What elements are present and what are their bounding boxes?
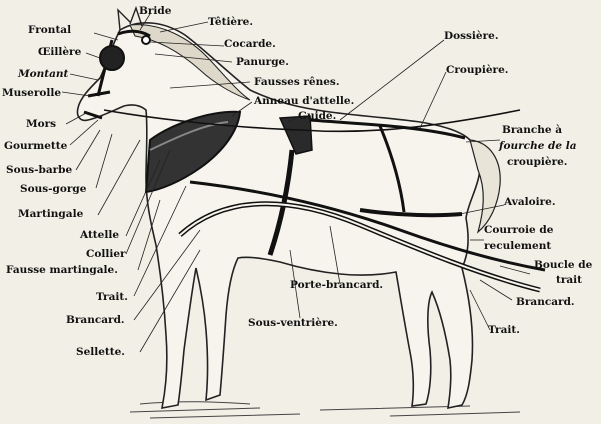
label-frontal: Frontal [28,24,71,36]
label-avaloire: Avaloire. [504,196,555,208]
label-courroie-line1: Courroie de [484,224,553,236]
rosette [142,36,150,44]
label-anneau-attelle: Anneau d'attelle. [254,95,354,107]
label-martingale: Martingale [18,208,83,220]
label-sellette: Sellette. [76,346,125,358]
label-sous-gorge: Sous-gorge [20,183,86,195]
label-courroie-line2: reculement [484,240,551,252]
label-boucle-line2: trait [556,274,582,286]
label-montant: Montant [18,68,68,80]
label-mors: Mors [26,118,56,130]
label-sous-barbe: Sous-barbe [6,164,72,176]
label-croupiere: Croupière. [446,64,508,76]
label-branche-line2: fourche de la [499,140,577,152]
label-gourmette: Gourmette [4,140,67,152]
label-boucle-line1: Boucle de [534,259,592,271]
label-collier: Collier [86,248,126,260]
label-branche-line3: croupière. [507,156,567,168]
label-fausse-martingale: Fausse martingale. [6,264,118,276]
label-trait-right: Trait. [488,324,520,336]
label-trait-left: Trait. [96,291,128,303]
label-oeillere: Œillère [38,46,81,58]
label-dossiere: Dossière. [444,30,498,42]
label-sous-ventriere: Sous-ventrière. [248,317,338,329]
label-guide: Guide. [298,110,336,122]
label-fausses-renes: Fausses rênes. [254,76,339,88]
label-brancard-left: Brancard. [66,314,125,326]
label-muserolle: Muserolle [2,87,61,99]
label-porte-brancard: Porte-brancard. [290,279,383,291]
label-bride: Bride [139,5,171,17]
label-cocarde: Cocarde. [224,38,276,50]
label-branche-line1: Branche à [502,124,562,136]
label-attelle: Attelle [80,229,119,241]
blinker [100,46,124,70]
label-panurge: Panurge. [236,56,289,68]
label-tetiere: Têtière. [208,16,253,28]
label-brancard-right: Brancard. [516,296,575,308]
